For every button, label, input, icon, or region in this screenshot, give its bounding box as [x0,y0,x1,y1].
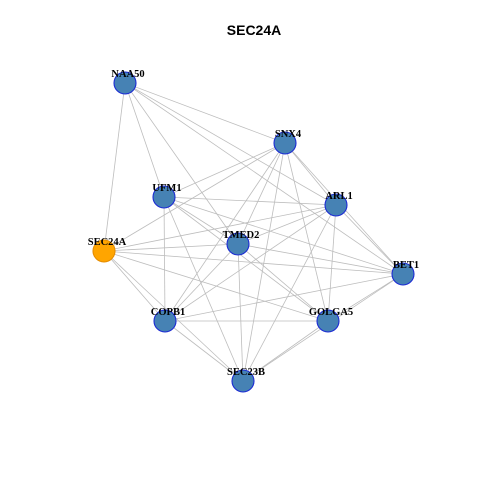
node-bet1: BET1 [391,260,419,286]
edge-snx4-ufm1 [163,142,286,198]
node-label-snx4: SNX4 [275,129,302,140]
node-label-naa50: NAA50 [111,69,144,80]
node-label-sec23b: SEC23B [227,367,265,378]
edge-snx4-copb1 [164,142,286,322]
edge-snx4-sec24a [103,142,286,252]
edge-naa50-sec24a [103,82,126,252]
edge-sec24a-tmed2 [103,243,239,252]
edge-golga5-sec23b [242,320,329,382]
node-circle-ufm1 [152,185,176,209]
node-tmed2: TMED2 [223,230,260,256]
edge-ufm1-sec23b [163,196,244,382]
node-circle-copb1 [153,309,177,333]
edge-naa50-arl1 [124,82,337,206]
node-golga5: GOLGA5 [309,307,353,333]
edge-sec24a-bet1 [103,250,404,275]
node-label-arl1: ARL1 [325,191,352,202]
edge-sec24a-copb1 [103,250,166,322]
edge-bet1-golga5 [327,273,404,322]
node-copb1: COPB1 [151,307,185,333]
edge-arl1-sec23b [242,204,337,382]
edge-arl1-tmed2 [237,204,337,245]
node-label-copb1: COPB1 [151,307,185,318]
node-snx4: SNX4 [273,129,302,155]
edge-tmed2-copb1 [164,243,239,322]
node-circle-sec24a [92,239,116,263]
edge-ufm1-golga5 [163,196,329,322]
node-label-sec24a: SEC24A [88,237,127,248]
edge-naa50-bet1 [124,82,404,275]
node-circle-bet1 [391,262,415,286]
node-label-tmed2: TMED2 [223,230,260,241]
edge-naa50-ufm1 [124,82,165,198]
node-label-bet1: BET1 [393,260,419,271]
edge-arl1-copb1 [164,204,337,322]
edge-arl1-golga5 [327,204,337,322]
node-circle-golga5 [316,309,340,333]
edge-snx4-sec23b [242,142,286,382]
node-naa50: NAA50 [111,69,145,95]
node-circle-arl1 [324,193,348,217]
node-label-golga5: GOLGA5 [309,307,353,318]
node-sec24a: SEC24A [88,237,127,263]
edge-bet1-copb1 [164,273,404,322]
edge-tmed2-bet1 [237,243,404,275]
edge-tmed2-sec23b [237,243,244,382]
edge-naa50-snx4 [124,82,286,144]
edge-ufm1-copb1 [163,196,166,322]
edge-snx4-arl1 [284,142,337,206]
edge-arl1-bet1 [335,204,404,275]
node-circle-tmed2 [226,232,250,256]
edge-naa50-tmed2 [124,82,239,245]
edge-snx4-tmed2 [237,142,286,245]
node-circle-snx4 [273,131,297,155]
edge-copb1-sec23b [164,320,244,382]
edge-tmed2-golga5 [237,243,329,322]
node-ufm1: UFM1 [152,183,182,209]
edge-ufm1-bet1 [163,196,404,275]
edge-sec24a-golga5 [103,250,329,322]
edge-snx4-golga5 [284,142,329,322]
node-circle-naa50 [113,71,137,95]
graph-title: SEC24A [227,22,281,38]
node-arl1: ARL1 [324,191,353,217]
edge-ufm1-arl1 [163,196,337,206]
edge-arl1-sec24a [103,204,337,252]
node-circle-sec23b [231,369,255,393]
node-label-ufm1: UFM1 [152,183,181,194]
edge-ufm1-tmed2 [163,196,239,245]
node-sec23b: SEC23B [227,367,265,393]
